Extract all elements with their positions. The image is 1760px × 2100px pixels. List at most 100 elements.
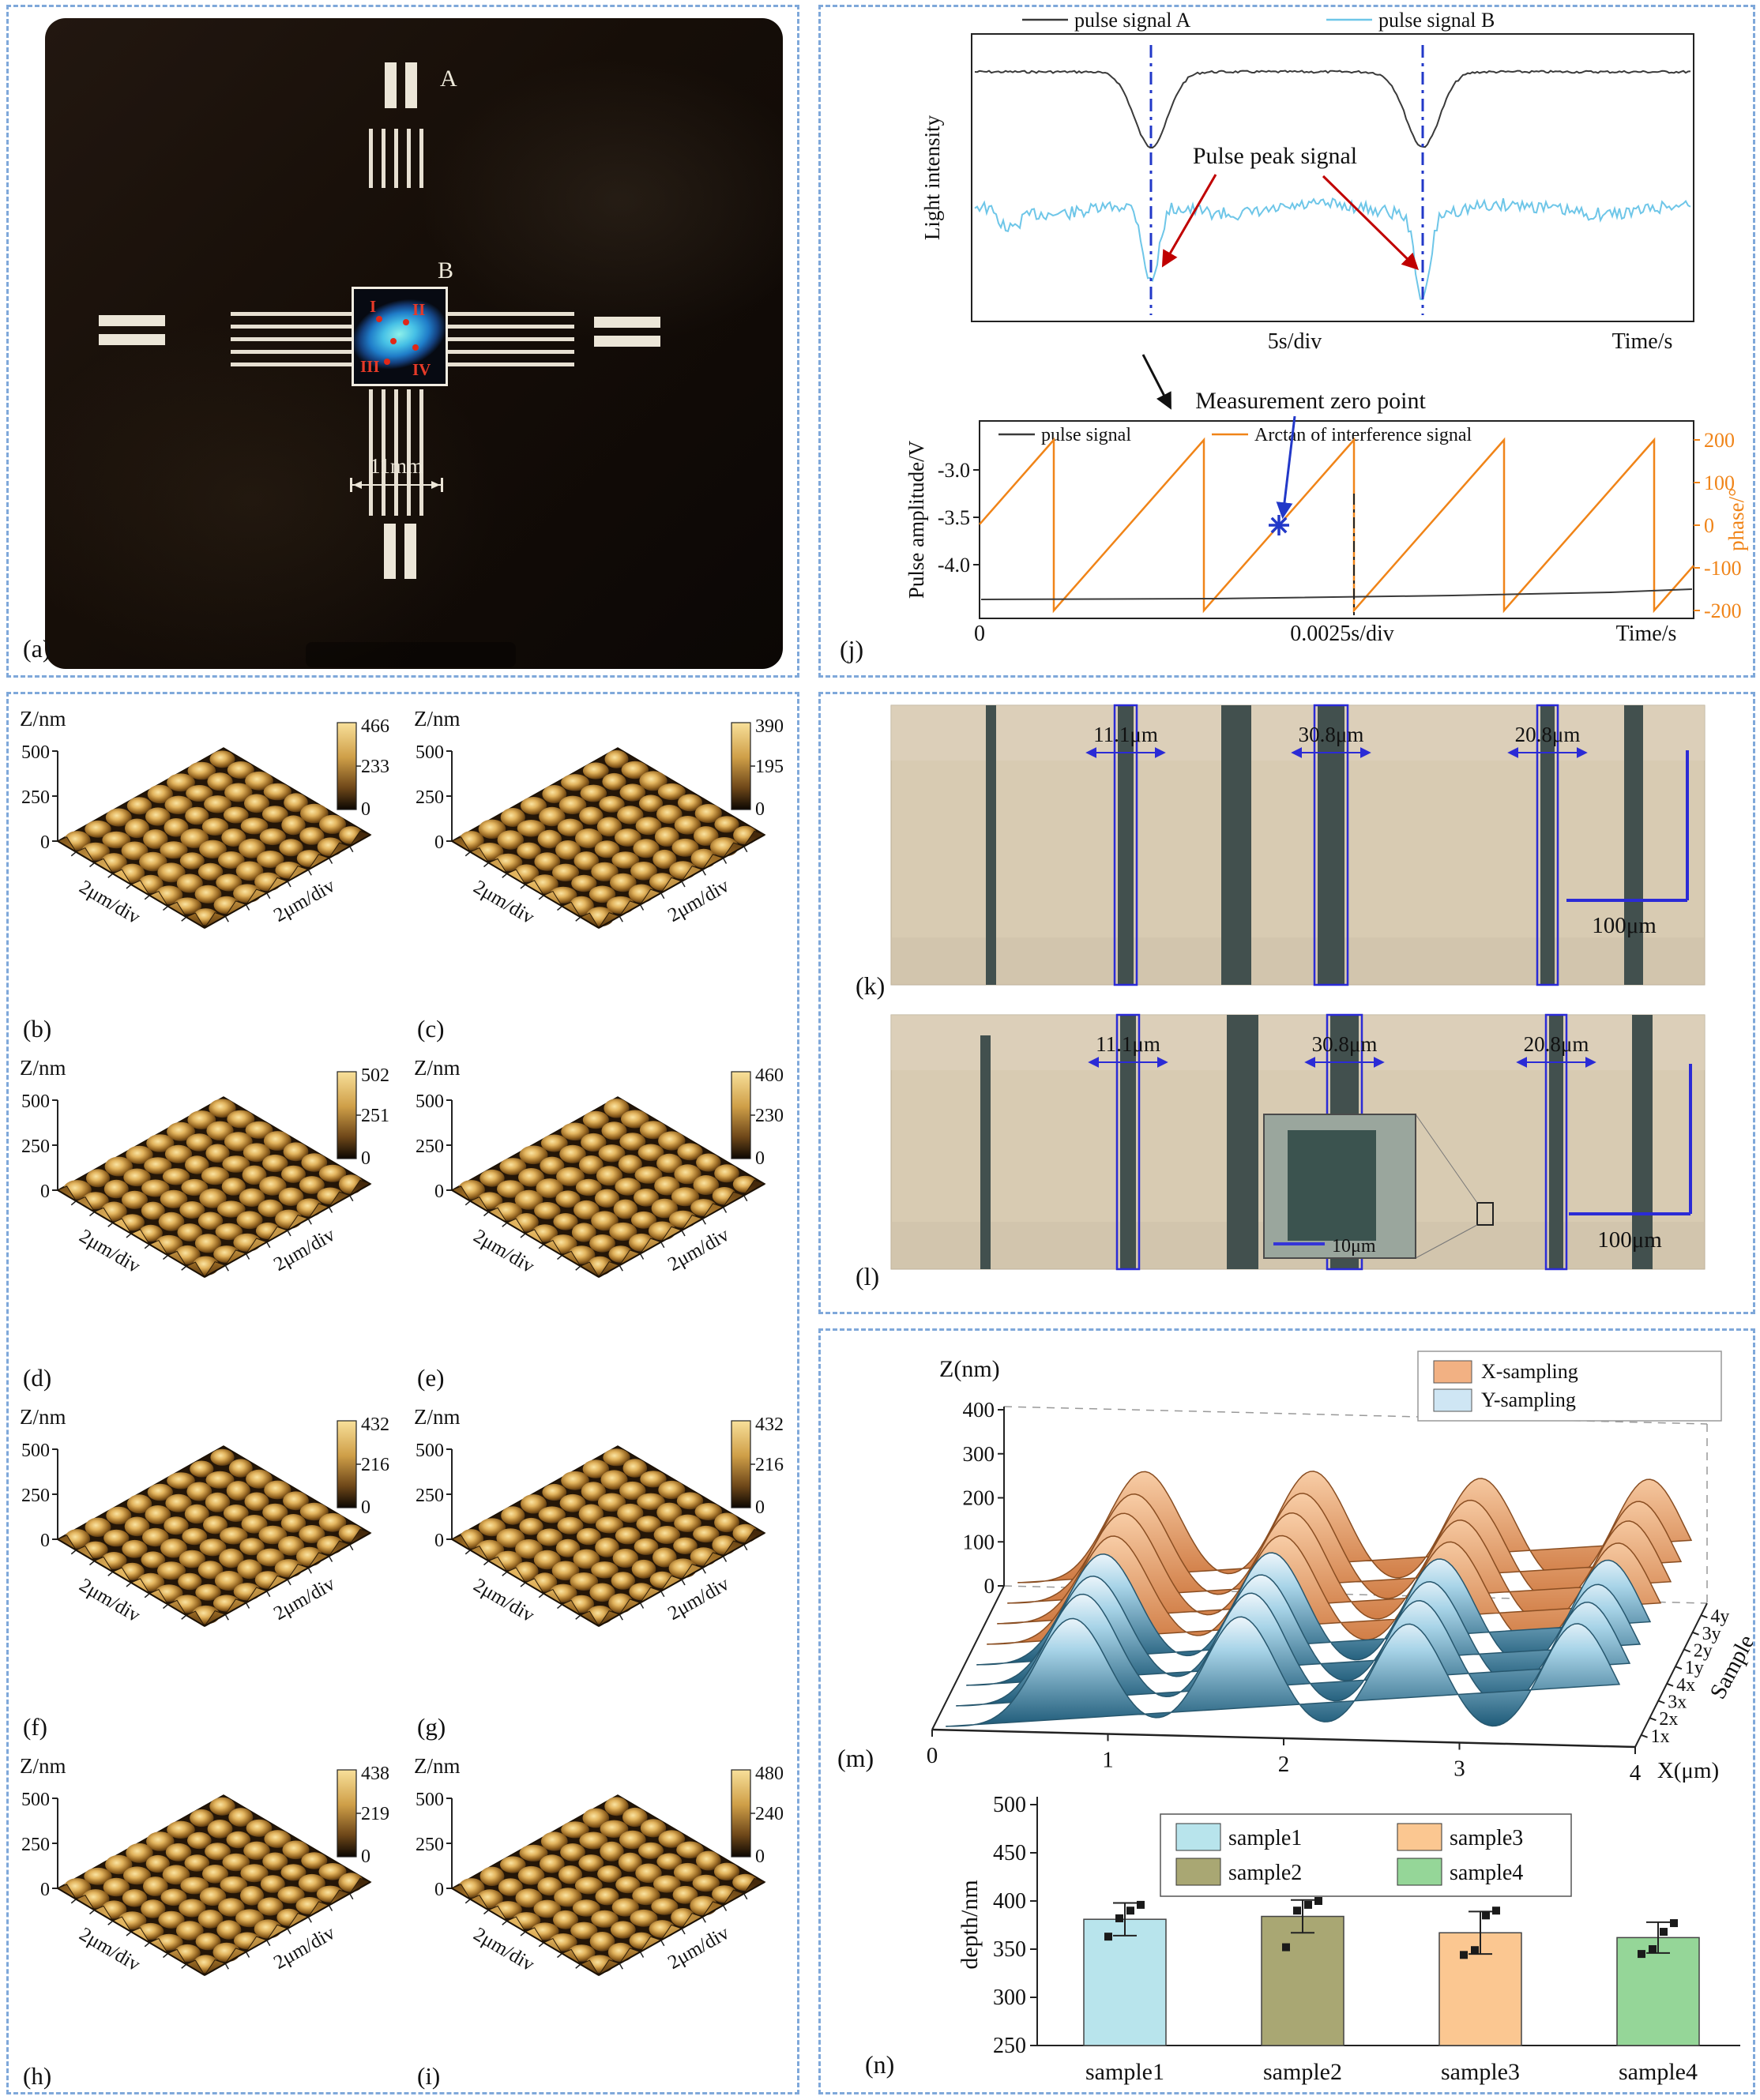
legend-pulse-signal: pulse signal [1041, 425, 1131, 445]
alignment-bar [99, 334, 165, 345]
z-tick: 200 [963, 1486, 995, 1510]
z-tick: 0 [434, 1531, 444, 1551]
etched-line [1624, 705, 1643, 985]
surface-front-profile [56, 1528, 372, 1627]
alignment-bar [384, 524, 396, 579]
scatter-point [1314, 1897, 1322, 1905]
x-tick: 0 [927, 1743, 938, 1768]
laser-spot [403, 319, 409, 325]
colorbar [337, 1071, 357, 1159]
inset-scalebar-label: 10μm [1332, 1236, 1376, 1257]
x-axis-label: X(μm) [1657, 1758, 1719, 1783]
x-tick: 3 [1454, 1756, 1465, 1782]
colorbar-mid: 216 [755, 1455, 784, 1475]
colorbar [337, 722, 357, 810]
z-tick: 0 [40, 1531, 50, 1551]
z-tick: 0 [434, 1880, 444, 1900]
z-axis-label: Z/nm [414, 1056, 461, 1080]
pulse-signal-a-curve [974, 69, 1691, 148]
panel-letter-m: (m) [837, 1744, 874, 1772]
scatter-point [1471, 1946, 1479, 1955]
scale-label: 11mm [369, 454, 423, 478]
scalebar-label: 100μm [1597, 1227, 1662, 1253]
etched-line [980, 1035, 991, 1269]
grating-comb-right [444, 307, 574, 366]
width-measurement: 30.8μm [1312, 1032, 1378, 1056]
surface-front-profile [450, 1877, 766, 1976]
z-axis-label: Z/nm [20, 1056, 66, 1080]
panel-letter: (h) [23, 2062, 51, 2090]
scatter-point [1660, 1928, 1668, 1937]
phase-tick: -200 [1704, 599, 1742, 622]
etched-line [1118, 705, 1134, 985]
scatter-point [1649, 1945, 1657, 1953]
panel-letter: (b) [23, 1015, 51, 1042]
width-measurement: 20.8μm [1515, 723, 1581, 746]
measure-box [1313, 704, 1349, 986]
bar-sample1 [1083, 1918, 1167, 2046]
surface-front-profile [56, 830, 372, 929]
scatter-point [1638, 1950, 1645, 1959]
scatter-point [1670, 1919, 1678, 1928]
z-tick: 250 [416, 1486, 444, 1506]
colorbar-mid: 195 [755, 757, 784, 777]
panel-letter: (c) [417, 1015, 444, 1042]
surface-front-profile [56, 1179, 372, 1278]
colorbar-max: 502 [361, 1065, 389, 1086]
z-tick: 250 [416, 787, 444, 808]
colorbar-mid: 219 [361, 1804, 389, 1824]
inset-etched-area [1288, 1130, 1376, 1241]
depth-ylabel: depth/nm [957, 1880, 983, 1969]
zero-point-arrow [1276, 415, 1296, 520]
bar-category-label: sample3 [1441, 2059, 1520, 2085]
phase-ylabel: phase/° [1724, 488, 1748, 551]
wafer-photo: A B I II [45, 18, 783, 669]
colorbar [731, 1769, 751, 1858]
depth-tick: 500 [993, 1793, 1026, 1817]
z-tick: 250 [21, 1835, 50, 1855]
colorbar-min: 0 [755, 1148, 765, 1169]
z-tick: 250 [416, 1136, 444, 1157]
ridge-1x [946, 1616, 1621, 1727]
legend-sample3: sample3 [1450, 1826, 1523, 1850]
z-tick: 250 [21, 787, 50, 808]
z-tick: 500 [416, 1790, 444, 1810]
surface-front-profile [450, 1528, 766, 1627]
depth-tick: 400 [993, 1889, 1026, 1914]
surface-front-profile [56, 1877, 372, 1976]
z-tick: 500 [21, 1441, 50, 1461]
z-axis-label: Z/nm [20, 1754, 66, 1778]
etched-line [1221, 705, 1251, 985]
scale-line [350, 484, 443, 486]
panel-letter-k: (k) [856, 971, 885, 1000]
colorbar-max: 480 [755, 1764, 784, 1784]
colorbar-min: 0 [755, 1497, 765, 1518]
colorbar [337, 1420, 357, 1508]
sample-tick: 1x [1651, 1726, 1670, 1747]
scatter-point [1492, 1907, 1500, 1915]
z-tick: 100 [963, 1530, 995, 1553]
legend-sample4: sample4 [1450, 1861, 1523, 1885]
grating-comb-top [369, 129, 432, 188]
region-label-iv: IV [412, 360, 431, 379]
scatter-point [1126, 1907, 1134, 1915]
bar-category-label: sample2 [1263, 2059, 1342, 2085]
width-measurement: 11.1μm [1093, 723, 1158, 746]
z-tick: 0 [434, 832, 444, 853]
colorbar-min: 0 [361, 1148, 370, 1169]
scale-arrow-right [431, 481, 440, 489]
x-division-label: 5s/div [1268, 329, 1322, 354]
sample-tick: 3y [1702, 1624, 1721, 1644]
legend-pulse-signal-b: pulse signal B [1378, 9, 1495, 32]
zero-point-star [1270, 517, 1288, 534]
width-measurement: 30.8μm [1299, 723, 1364, 746]
etched-line [1549, 1015, 1563, 1269]
colorbar-max: 390 [755, 716, 784, 737]
